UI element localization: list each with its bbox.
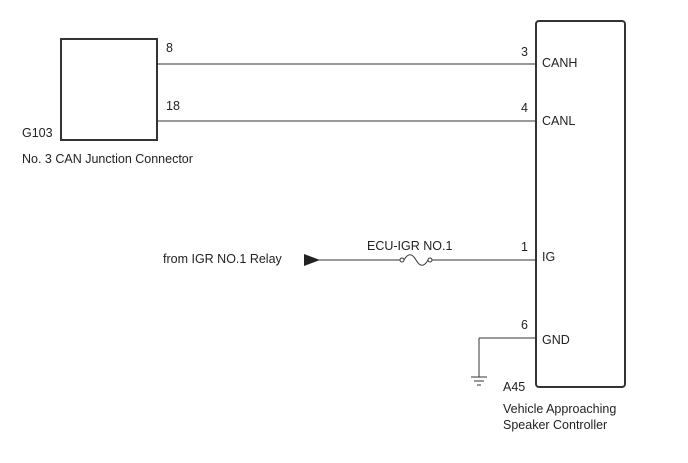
controller-name-line1: Vehicle Approaching	[503, 402, 616, 416]
controller-pin-canl-number: 4	[521, 101, 528, 115]
fuse-icon	[403, 254, 429, 266]
controller-pin-canl-signal: CANL	[542, 114, 575, 128]
junction-connector-name: No. 3 CAN Junction Connector	[22, 152, 193, 166]
junction-connector-code: G103	[22, 126, 53, 140]
controller-pin-ig-number: 1	[521, 240, 528, 254]
controller-pin-gnd-number: 6	[521, 318, 528, 332]
fuse-terminal-right	[427, 257, 433, 263]
arrow-right-icon	[304, 254, 320, 266]
controller-pin-canh-signal: CANH	[542, 56, 577, 70]
controller-pin-ig-signal: IG	[542, 250, 555, 264]
ground-icon	[471, 376, 487, 386]
fuse-label: ECU-IGR NO.1	[367, 239, 452, 253]
controller-pin-gnd-signal: GND	[542, 333, 570, 347]
junction-pin-canl: 18	[166, 99, 180, 113]
controller-pin-canh-number: 3	[521, 45, 528, 59]
power-source-label: from IGR NO.1 Relay	[163, 252, 283, 266]
junction-pin-canh: 8	[166, 41, 173, 55]
controller-code: A45	[503, 380, 525, 394]
controller-name-line2: Speaker Controller	[503, 418, 607, 432]
fuse-terminal-left	[399, 257, 405, 263]
controller-box	[535, 20, 626, 388]
junction-connector-box	[60, 38, 158, 141]
